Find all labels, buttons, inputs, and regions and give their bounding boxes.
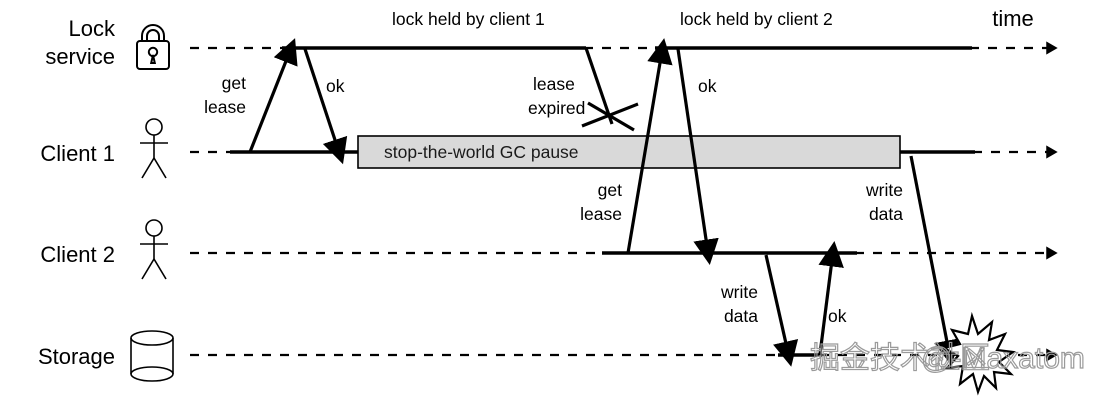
- lane-label-lock-service: Lock service: [45, 16, 116, 69]
- span-label-lock-held-client-2: lock held by client 2: [680, 9, 833, 29]
- message-ok-3: ok: [818, 240, 847, 355]
- lane-label-lock-service-line2: service: [45, 44, 115, 69]
- stick-figure-icon-client-1: [140, 118, 168, 179]
- message-get-lease-2-line1: get: [598, 180, 622, 200]
- message-write-data-client-1: write data: [865, 155, 960, 366]
- stick-figure-icon-client-2: [140, 219, 168, 280]
- lane-label-client-2-line1: Client 2: [40, 242, 115, 267]
- message-get-lease-1: get lease: [204, 38, 298, 153]
- stop-the-world-gc-pause-box: stop-the-world GC pause: [357, 135, 901, 169]
- lane-label-client-1-line1: Client 1: [40, 141, 115, 166]
- time-axis-label: time: [992, 6, 1034, 31]
- message-write-data-client-2-line2: data: [724, 306, 758, 326]
- message-write-data-client-1-line1: write: [865, 180, 903, 200]
- message-ok-2-label: ok: [698, 76, 717, 96]
- lane-label-lock-service-line1: Lock: [69, 16, 116, 41]
- gc-pause-label: stop-the-world GC pause: [384, 142, 579, 162]
- message-ok-2: ok: [676, 48, 719, 265]
- message-lease-expired-line2: expired: [528, 98, 585, 118]
- message-lease-expired: lease expired: [528, 47, 639, 132]
- message-write-data-client-1-line2: data: [869, 204, 903, 224]
- message-lease-expired-line1: lease: [533, 74, 575, 94]
- watermark-text-cn: 掘金技术社区: [810, 341, 990, 376]
- message-ok-3-label: ok: [828, 306, 847, 326]
- message-write-data-client-2: write data: [720, 254, 799, 367]
- lane-label-storage: Storage: [38, 344, 115, 369]
- database-cylinder-icon: [130, 330, 174, 382]
- message-get-lease-2: get lease: [580, 38, 673, 254]
- span-label-lock-held-client-1: lock held by client 1: [392, 9, 545, 29]
- lane-label-storage-line1: Storage: [38, 344, 115, 369]
- message-get-lease-1-line1: get: [222, 73, 246, 93]
- message-ok-1: ok: [303, 48, 348, 165]
- watermark-text-en: @-Maxatom: [921, 342, 1085, 375]
- lane-label-client-2: Client 2: [40, 242, 115, 267]
- message-get-lease-1-line2: lease: [204, 97, 246, 117]
- message-get-lease-2-line2: lease: [580, 204, 622, 224]
- message-ok-1-label: ok: [326, 76, 345, 96]
- lane-label-client-1: Client 1: [40, 141, 115, 166]
- padlock-icon: [136, 24, 170, 70]
- collision-burst-icon: [941, 311, 1016, 396]
- message-write-data-client-2-line1: write: [720, 282, 758, 302]
